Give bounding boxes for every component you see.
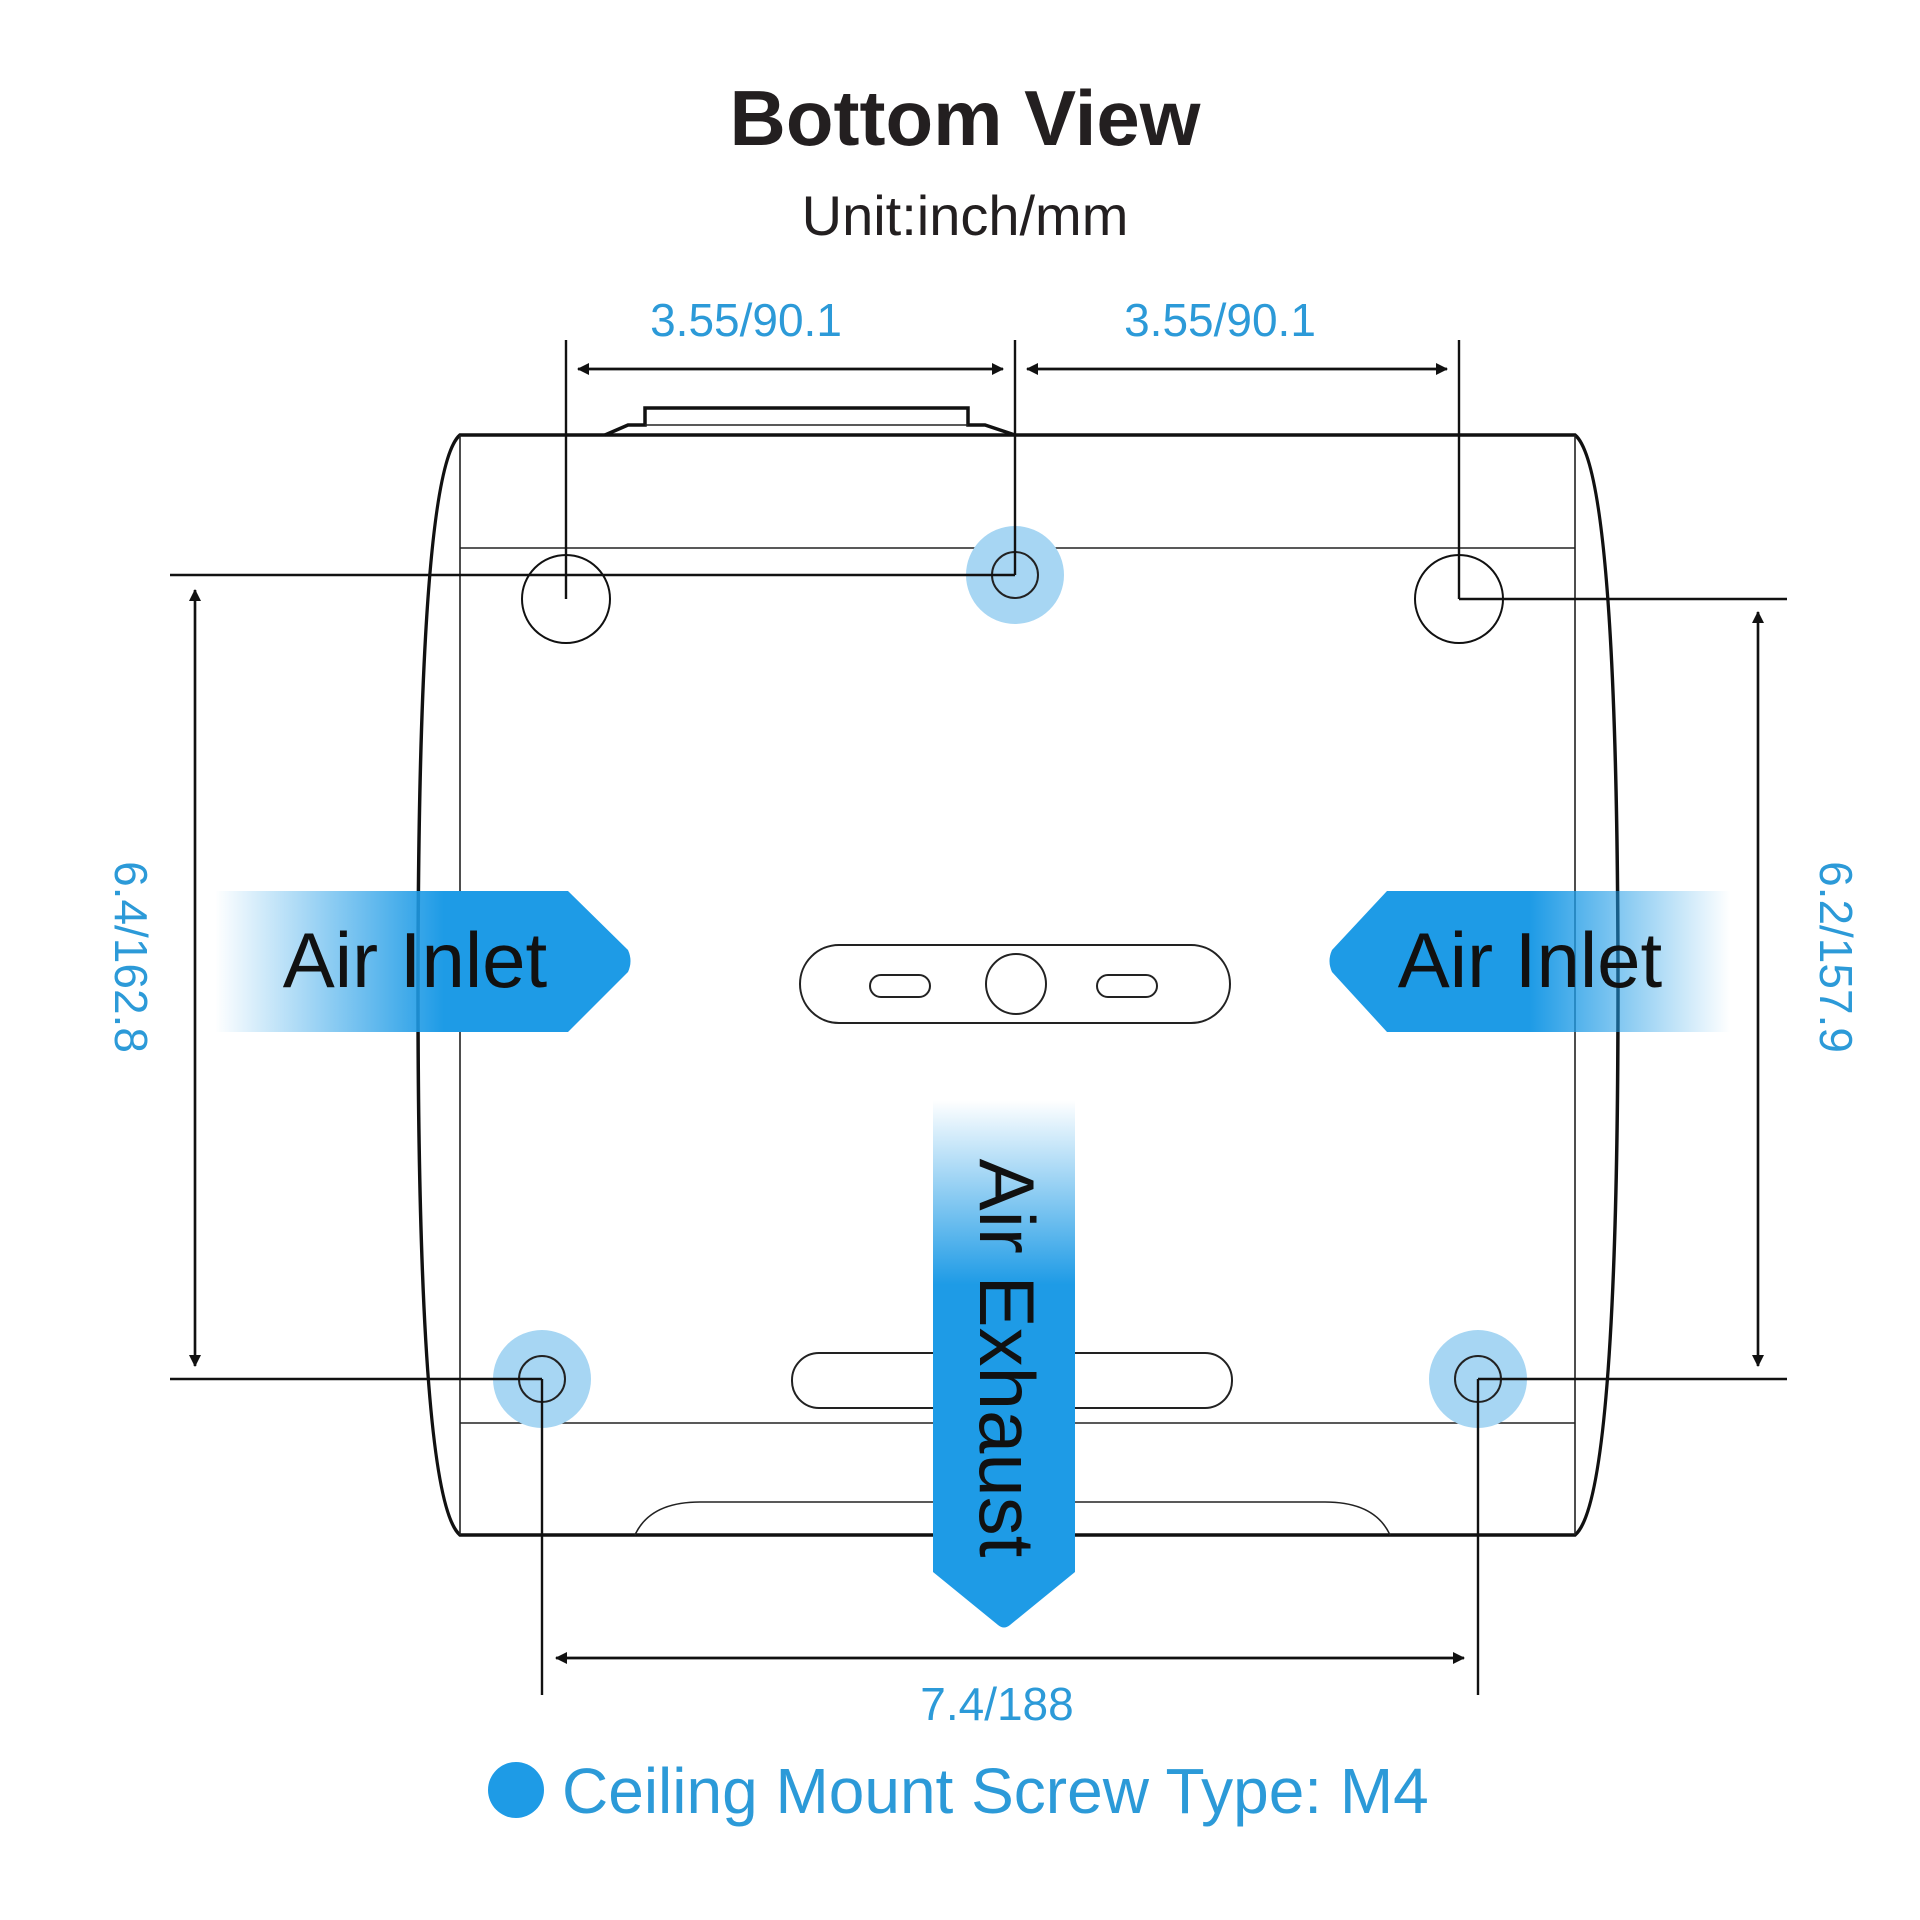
dimension-bottom-width: 7.4/188 bbox=[920, 1678, 1073, 1730]
air-inlet-left-arrow: Air Inlet bbox=[215, 891, 631, 1032]
right-dimension-lines bbox=[1459, 597, 1787, 1381]
diagram-title: Bottom View bbox=[730, 74, 1201, 162]
dimension-right-height: 6.2/157.9 bbox=[1810, 861, 1862, 1053]
left-dimension-lines bbox=[170, 573, 1015, 1381]
legend-blue-dot-icon bbox=[488, 1762, 544, 1818]
center-control-slot bbox=[799, 944, 1231, 1024]
top-dimension-lines bbox=[564, 340, 1461, 599]
air-exhaust-label: Air Exhaust bbox=[963, 1159, 1051, 1558]
legend-text: Ceiling Mount Screw Type: M4 bbox=[562, 1755, 1429, 1827]
air-exhaust-arrow: Air Exhaust bbox=[933, 1100, 1075, 1628]
air-inlet-left-label: Air Inlet bbox=[283, 916, 548, 1004]
dimension-top-right: 3.55/90.1 bbox=[1124, 294, 1316, 346]
air-inlet-right-label: Air Inlet bbox=[1398, 916, 1663, 1004]
dimension-top-left: 3.55/90.1 bbox=[650, 294, 842, 346]
bottom-dimension-lines bbox=[540, 1379, 1480, 1695]
dimension-left-height: 6.4/162.8 bbox=[105, 861, 157, 1053]
air-inlet-right-arrow: Air Inlet bbox=[1329, 891, 1730, 1032]
unit-label: Unit:inch/mm bbox=[802, 184, 1129, 247]
